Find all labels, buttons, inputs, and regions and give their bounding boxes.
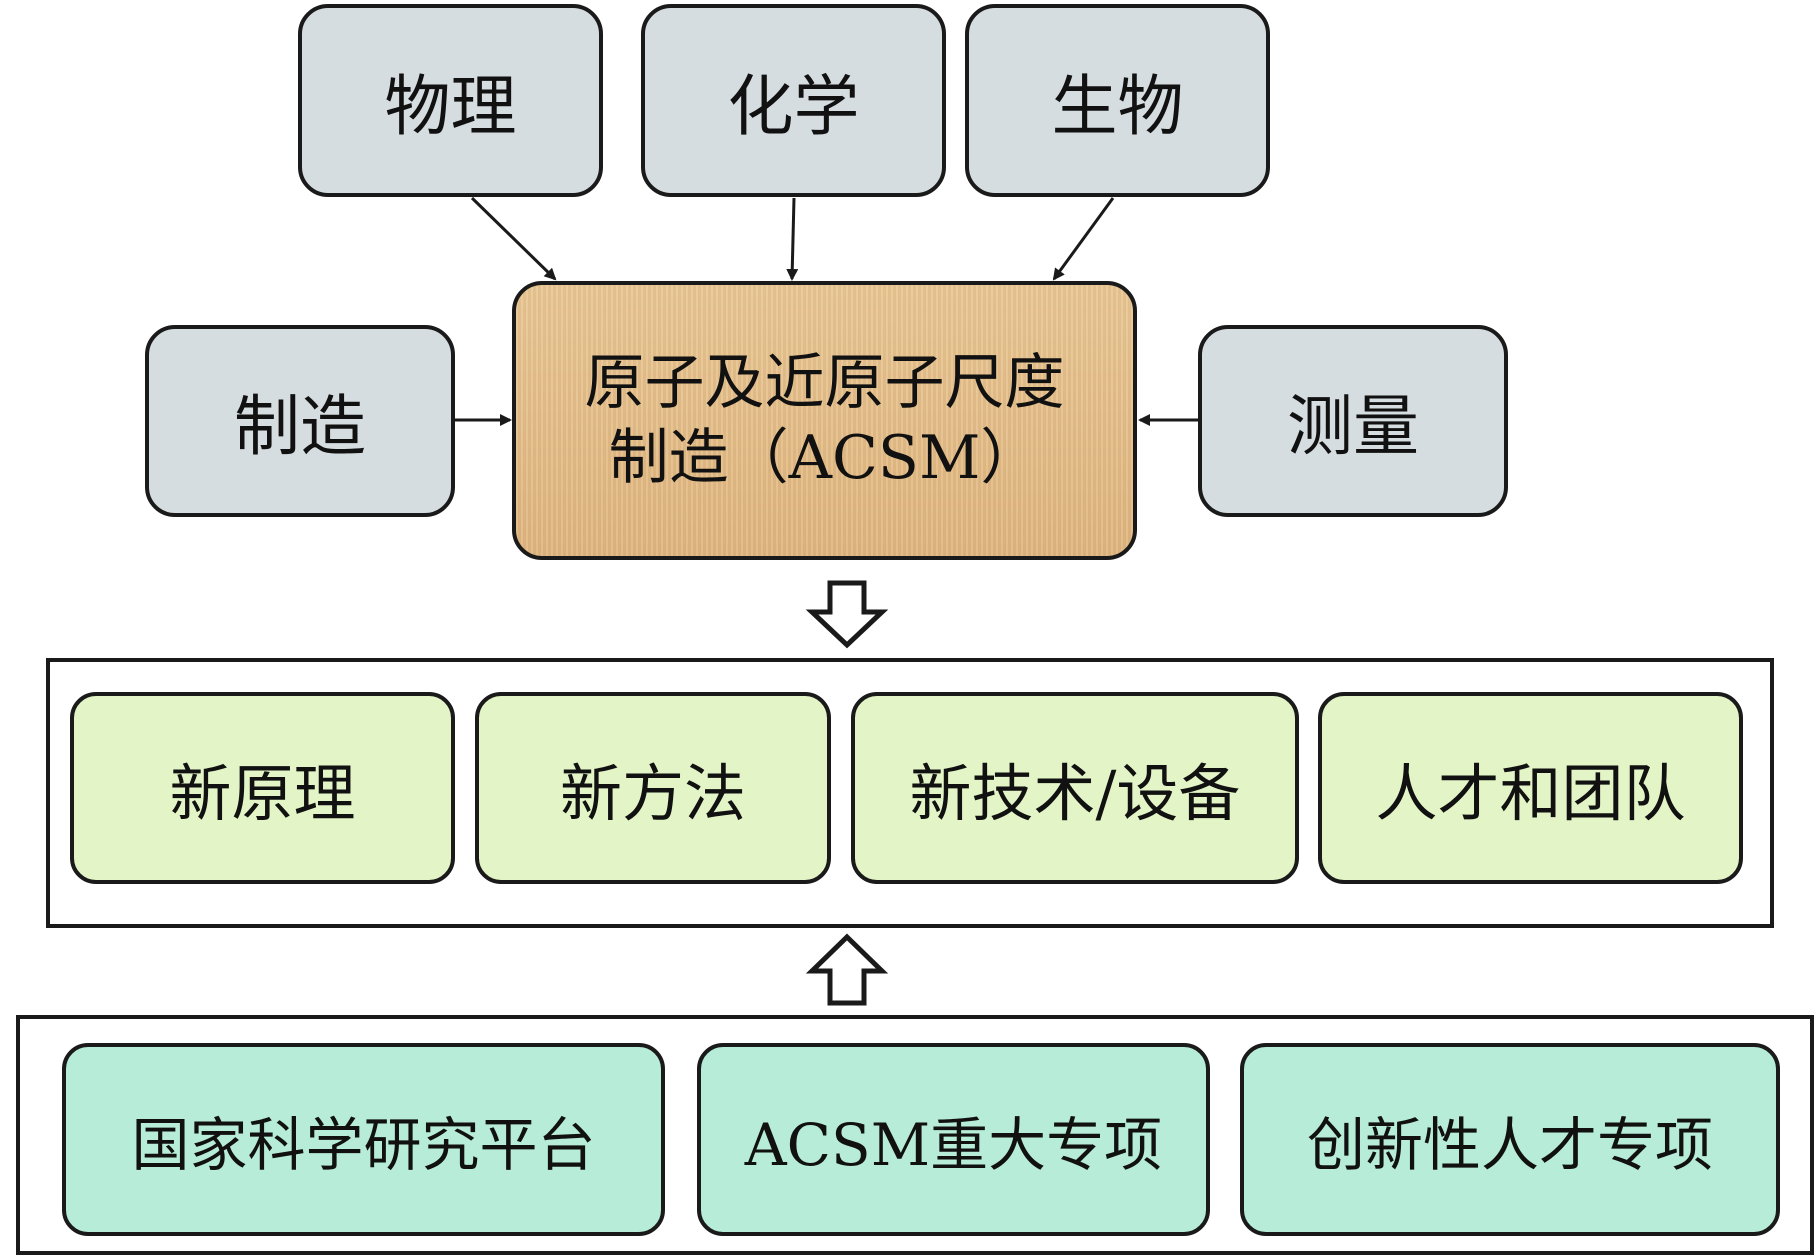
source-measurement: 测量 <box>1198 325 1508 517</box>
source-biology: 生物 <box>965 4 1270 197</box>
output-talent-teams: 人才和团队 <box>1318 692 1743 884</box>
hollow-up-arrow <box>805 933 889 1006</box>
output-new-principles: 新原理 <box>70 692 455 884</box>
source-chemistry: 化学 <box>641 4 946 197</box>
output-new-methods: 新方法 <box>475 692 831 884</box>
arrow-physics-to-core <box>470 196 557 281</box>
core-acsm: 原子及近原子尺度 制造（ACSM） <box>512 281 1137 560</box>
arrow-chemistry-to-core <box>786 197 799 281</box>
source-manufacturing: 制造 <box>145 325 455 517</box>
output-new-tech-equipment: 新技术/设备 <box>851 692 1299 884</box>
arrow-biology-to-core <box>1052 197 1115 281</box>
core-title-line2: 制造（ACSM） <box>608 422 1041 493</box>
source-physics: 物理 <box>298 4 603 197</box>
core-title-line1: 原子及近原子尺度 <box>584 347 1065 418</box>
support-acsm-major-project: ACSM重大专项 <box>697 1043 1210 1236</box>
hollow-down-arrow <box>805 580 889 649</box>
support-national-platform: 国家科学研究平台 <box>62 1043 665 1236</box>
support-innovative-talent: 创新性人才专项 <box>1240 1043 1780 1236</box>
